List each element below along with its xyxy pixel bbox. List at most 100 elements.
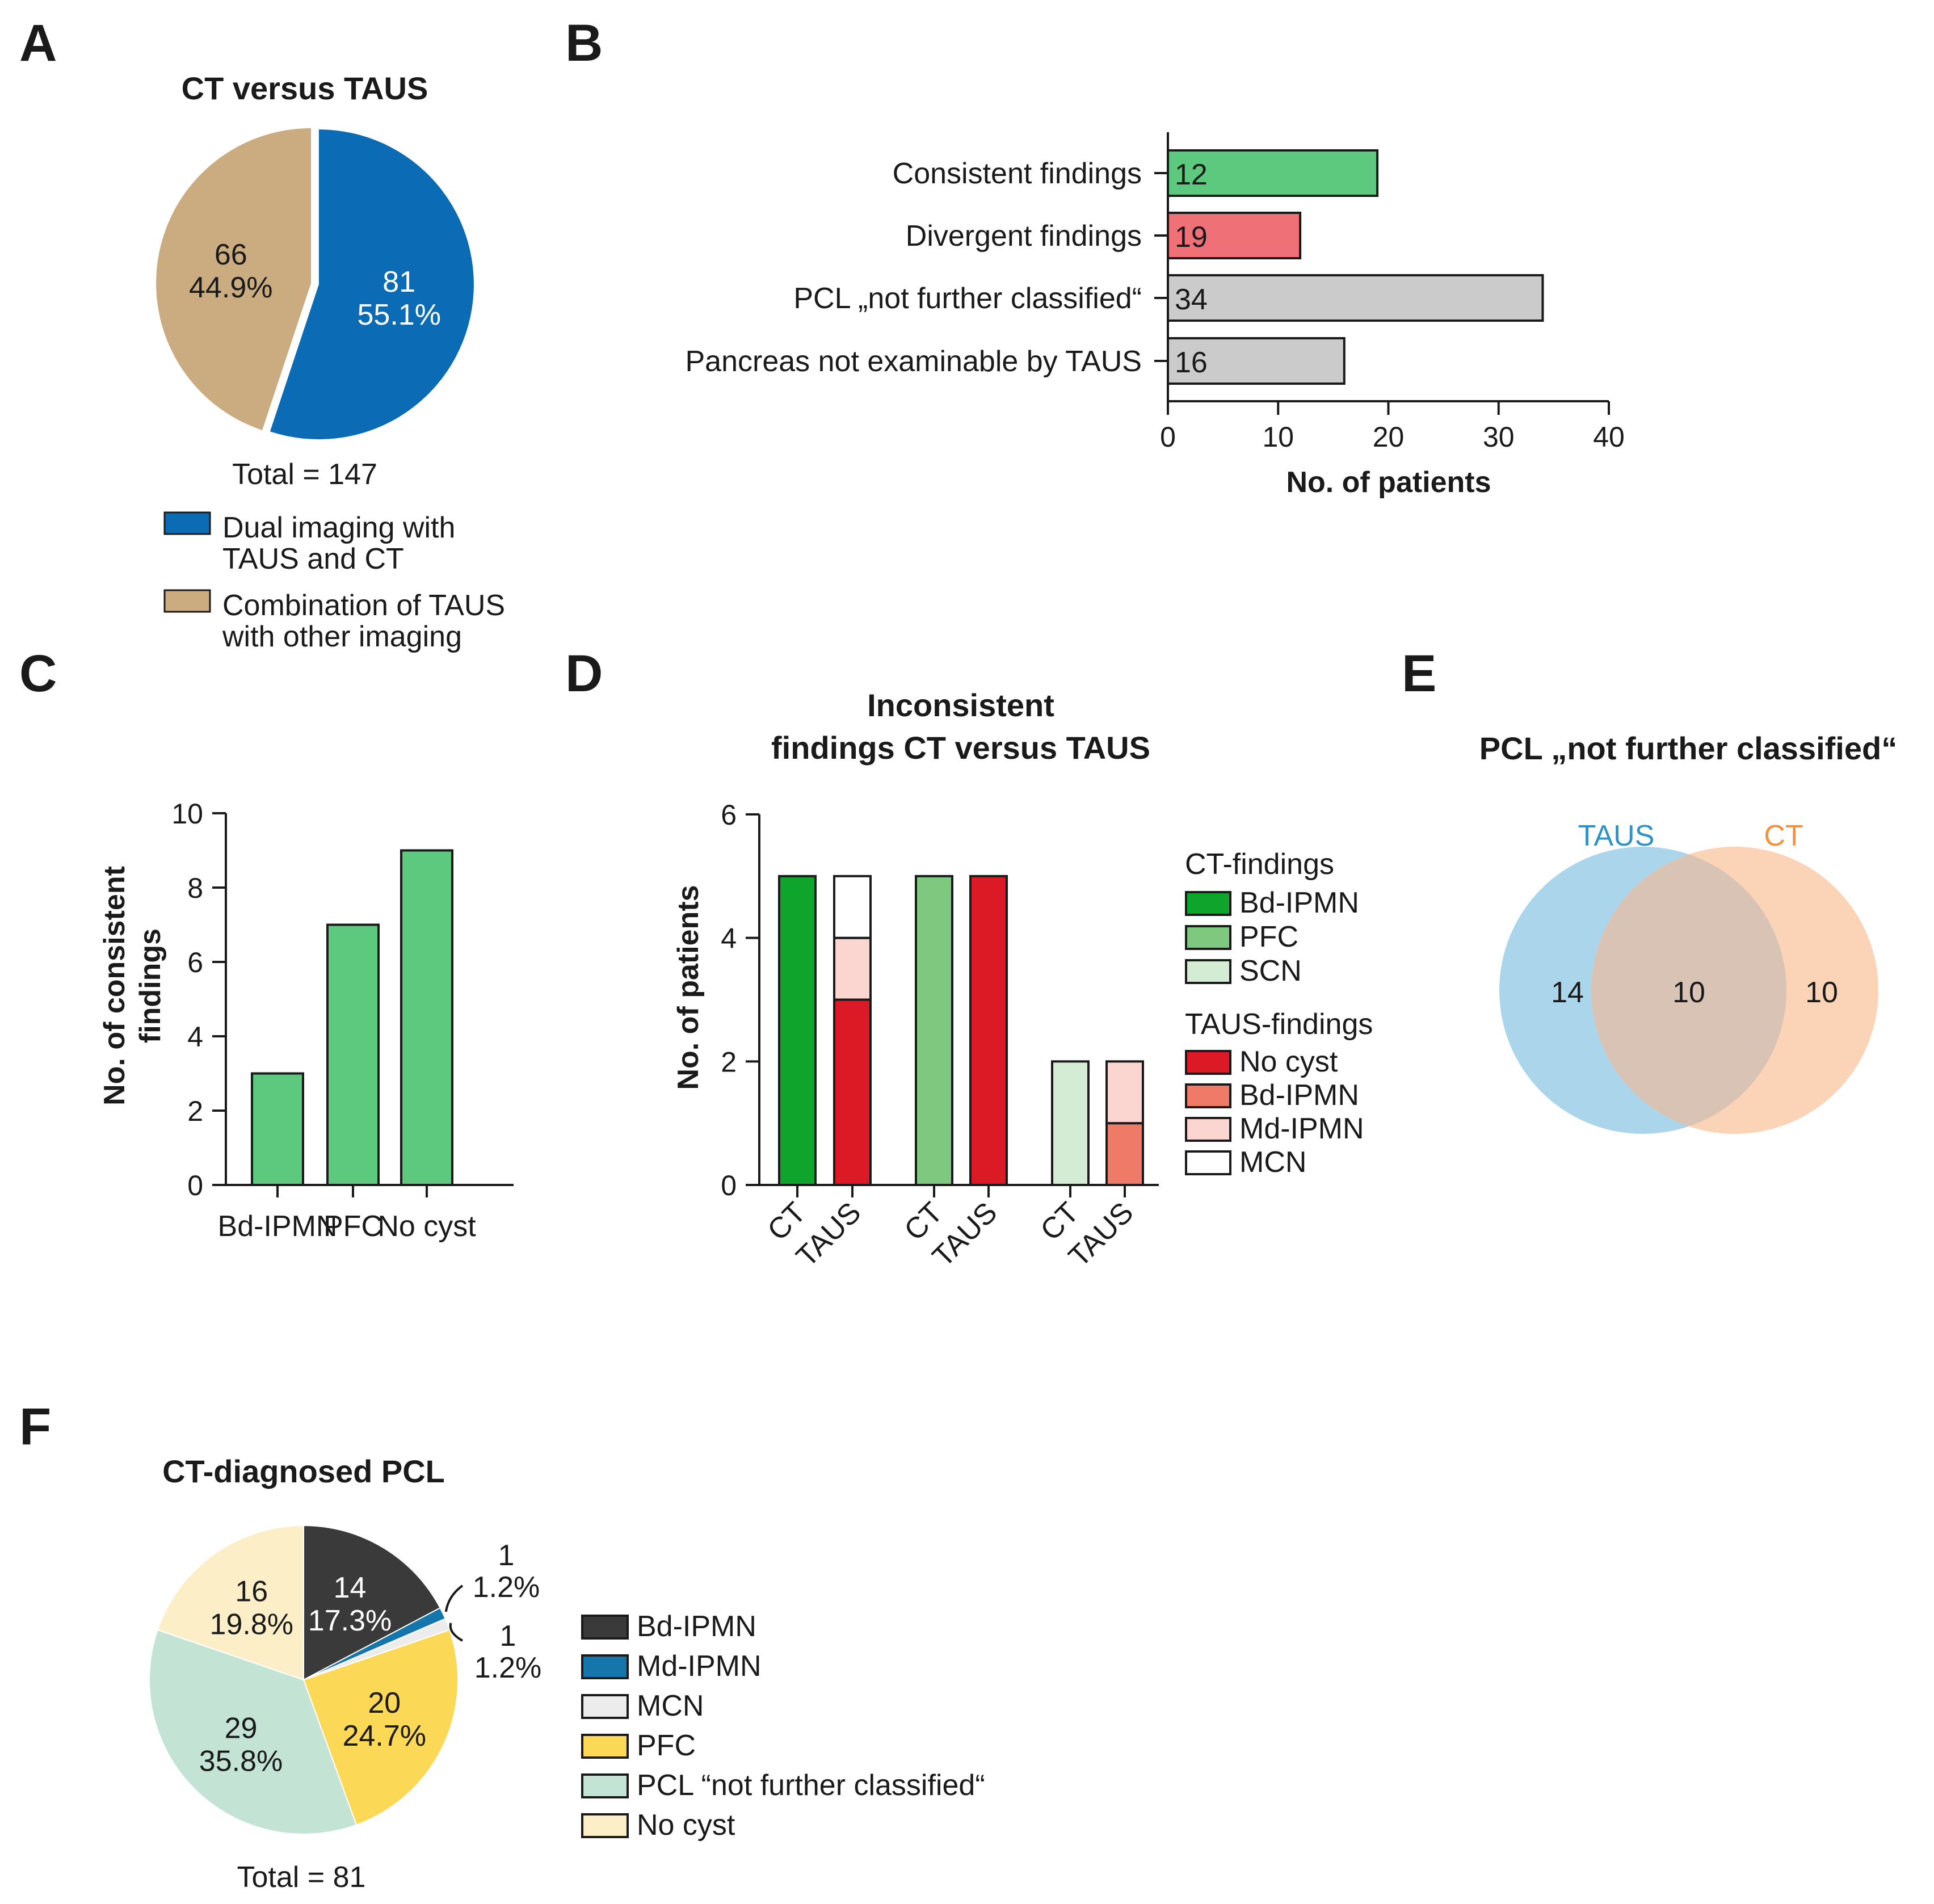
panel-c-ylabel-line2: findings (134, 928, 167, 1043)
panel-f-title: CT-diagnosed PCL (162, 1453, 445, 1489)
pie-slice-dual-imaging-with-taus-and-ct (270, 129, 474, 440)
bar-data-label: 19 (1175, 221, 1208, 254)
x-tick-label: 20 (1373, 421, 1405, 453)
legend-label-pfc: PFC (637, 1729, 696, 1762)
legend-swatch-mcn (581, 1694, 629, 1719)
pie-value-label: 81 (382, 266, 415, 299)
x-tick-label: 0 (1160, 421, 1176, 453)
bar-segment-bd-ipmn (1105, 1122, 1144, 1186)
venn-set-label-ct: CT (1764, 819, 1803, 852)
panel-f-letter: F (19, 1398, 51, 1456)
bar-pancreas-not-examinable-by-taus (1167, 337, 1346, 385)
legend-label-ct-pfc: PFC (1239, 921, 1298, 953)
panel-e-title: PCL „not further classified“ (1479, 730, 1897, 766)
legend-label-no-cyst: No cyst (637, 1809, 735, 1842)
y-tick-label: 6 (187, 947, 203, 978)
legend-swatch-no-cyst (581, 1813, 629, 1838)
pie-value-label: 20 (368, 1687, 401, 1720)
pie-percent-label: 44.9% (189, 271, 272, 304)
panel-d-title-line1: Inconsistent (867, 687, 1054, 723)
legend-label-taus-bd-ipmn: Bd-IPMN (1239, 1079, 1359, 1112)
pie-slice-combination-of-taus-with-other-imaging (156, 128, 312, 430)
pie-value-label: 1 (500, 1620, 516, 1653)
venn-only-count-taus: 14 (1551, 976, 1584, 1009)
pie-slice-bd-ipmn (303, 1524, 442, 1681)
legend-label-ct-bd-ipmn: Bd-IPMN (1239, 886, 1359, 919)
panel-c-ylabel-line1: No. of consistent (98, 866, 131, 1106)
pie-percent-label: 19.8% (210, 1608, 293, 1641)
panel-e-letter: E (1402, 645, 1436, 703)
legend-label-taus-no-cyst: No cyst (1239, 1045, 1338, 1078)
legend-swatch-taus-mcn (1185, 1150, 1231, 1175)
pie-value-label: 16 (235, 1575, 268, 1608)
bar-segment-no-cyst (969, 875, 1008, 1187)
legend-swatch-pfc (581, 1734, 629, 1759)
bar-segment-scn (1051, 1060, 1090, 1187)
x-tick-label: PFC (323, 1210, 382, 1243)
legend-label-taus-md-ipmn: Md-IPMN (1239, 1112, 1364, 1145)
pie-value-label: 14 (334, 1571, 367, 1604)
legend-label-combination-line1: Combination of TAUS (222, 589, 505, 622)
bar-segment-md-ipmn (1105, 1060, 1144, 1125)
panel-d-title-line2: findings CT versus TAUS (771, 730, 1150, 766)
panel-e-venn: TAUS CT 14 10 10 (1499, 819, 1878, 1134)
pie-value-label: 29 (225, 1712, 258, 1745)
x-tick-label: TAUS (790, 1196, 867, 1273)
x-tick-label: 10 (1262, 421, 1294, 453)
legend-swatch-combination (163, 589, 211, 613)
y-tick-label: PCL „not further classified“ (793, 282, 1142, 315)
bar-data-label: 34 (1175, 283, 1208, 316)
bar-segment-bd-ipmn (778, 875, 817, 1187)
legend-label-mcn: MCN (637, 1689, 704, 1722)
pie-percent-label: 1.2% (474, 1651, 542, 1684)
legend-label-dual-imaging-line2: TAUS and CT (222, 543, 404, 575)
pie-percent-label: 35.8% (199, 1745, 283, 1778)
legend-label-pcl-not-further-classified: PCL “not further classified“ (637, 1769, 985, 1802)
legend-swatch-bd-ipmn (581, 1615, 629, 1640)
legend-swatch-ct-scn (1185, 959, 1231, 984)
panel-c-letter: C (19, 645, 57, 703)
panel-a-legend: Dual imaging with TAUS and CT Combinatio… (163, 511, 505, 653)
panel-d: D Inconsistent findings CT versus TAUS 0… (565, 645, 1373, 1273)
pie-percent-label: 17.3% (308, 1604, 392, 1637)
bar-segment-md-ipmn (833, 936, 872, 1001)
y-tick-label: Divergent findings (906, 220, 1142, 253)
pie-value-label: 1 (498, 1539, 515, 1572)
pie-slice-no-cyst (157, 1524, 304, 1681)
bar-no-cyst (400, 849, 453, 1186)
bar-divergent-findings (1167, 212, 1302, 259)
legend-swatch-ct-pfc (1185, 925, 1231, 950)
panel-d-letter: D (565, 645, 603, 703)
bar-segment-no-cyst (833, 998, 872, 1186)
bar-data-label: 16 (1175, 346, 1208, 379)
panel-b-letter: B (565, 14, 603, 72)
venn-set-label-taus: TAUS (1578, 819, 1655, 852)
legend-swatch-taus-bd-ipmn (1185, 1083, 1231, 1108)
legend-title-taus-findings: TAUS-findings (1185, 1008, 1373, 1041)
x-tick-label: Bd-IPMN (218, 1210, 338, 1243)
legend-title-ct-findings: CT-findings (1185, 848, 1334, 881)
y-tick-label: 2 (721, 1046, 737, 1078)
y-tick-label: 6 (721, 799, 737, 831)
x-tick-label: No cyst (377, 1210, 476, 1243)
panel-f-total: Total = 81 (237, 1861, 366, 1894)
pie-percent-label: 24.7% (343, 1720, 426, 1752)
y-tick-label: 0 (187, 1170, 203, 1201)
y-tick-label: 0 (721, 1170, 737, 1201)
venn-only-count-ct: 10 (1805, 976, 1838, 1009)
pie-percent-label: 1.2% (473, 1571, 540, 1604)
pie-leader-line (444, 1584, 464, 1612)
legend-swatch-taus-no-cyst (1185, 1050, 1231, 1075)
venn-overlap-count: 10 (1672, 976, 1705, 1009)
panel-e: E PCL „not further classified“ TAUS CT 14 1… (1402, 645, 1897, 1134)
